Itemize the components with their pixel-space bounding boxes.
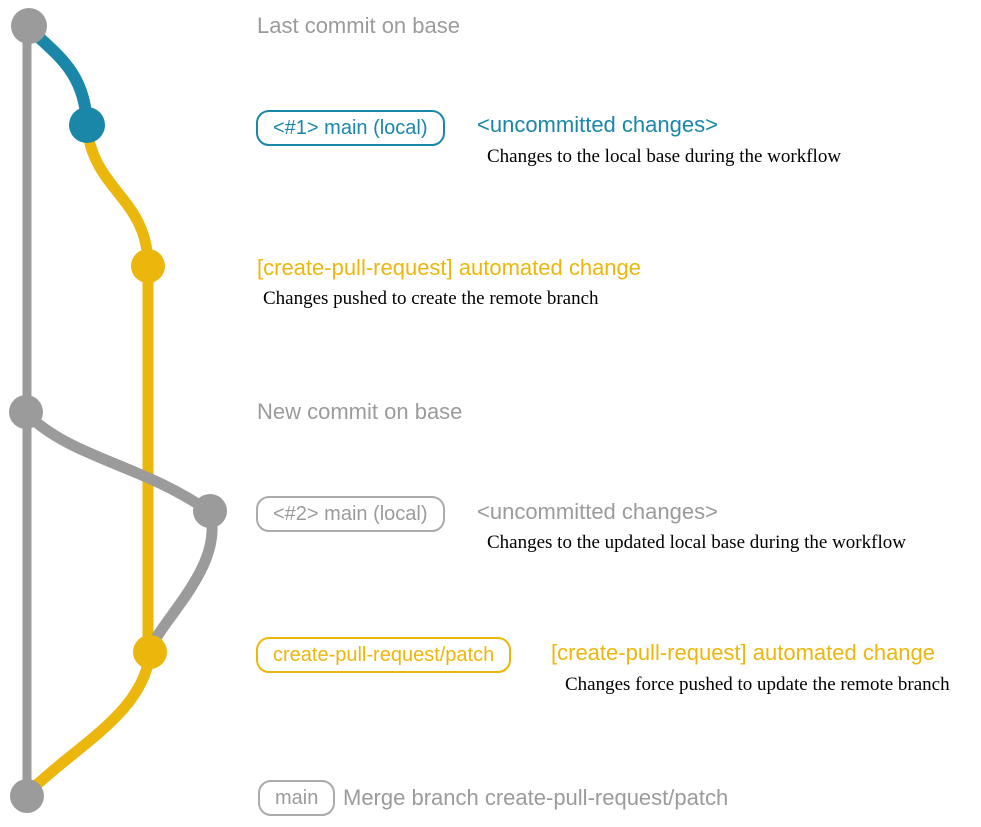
branch-tag-main-local-2: <#2> main (local) [256, 496, 445, 532]
patch-branch-top-curve [81, 121, 154, 270]
annotation-new-commit-on-base: New commit on base [257, 399, 463, 424]
commit-title-uncommitted-1: <uncommitted changes> [477, 112, 718, 137]
commit-title-automated-change-2: [create-pull-request] automated change [551, 640, 936, 665]
commit-node-new-base [9, 395, 43, 429]
commit-node-automated-change-1 [131, 249, 165, 283]
commit-graph [9, 8, 227, 813]
annotation-last-commit-on-base: Last commit on base [257, 13, 460, 38]
commit-node-uncommitted-2 [193, 494, 227, 528]
branch-tag-create-pull-request-patch: create-pull-request/patch [256, 637, 512, 673]
uncommitted-changes-2-curve [20, 407, 216, 518]
commit-description-uncommitted-1: Changes to the local base during the wor… [487, 146, 842, 167]
commit-node-merge [10, 779, 44, 813]
commit-node-uncommitted-1 [69, 107, 105, 143]
commit-title-merge: Merge branch create-pull-request/patch [343, 785, 729, 810]
commit-title-automated-change-1: [create-pull-request] automated change [257, 255, 642, 280]
commit-description-automated-change-2: Changes force pushed to update the remot… [565, 674, 950, 695]
commit-node-automated-change-2 [133, 635, 167, 669]
patch-branch-merge-curve [22, 648, 156, 799]
rebase-onto-patch-curve [145, 506, 218, 652]
branch-tag-main-local-1: <#1> main (local) [256, 110, 445, 146]
commit-node-last-base [11, 8, 47, 44]
branch-tag-main: main [258, 780, 336, 816]
commit-description-uncommitted-2: Changes to the updated local base during… [487, 532, 906, 553]
commit-title-uncommitted-2: <uncommitted changes> [477, 499, 718, 524]
commit-description-automated-change-1: Changes pushed to create the remote bran… [263, 288, 599, 309]
